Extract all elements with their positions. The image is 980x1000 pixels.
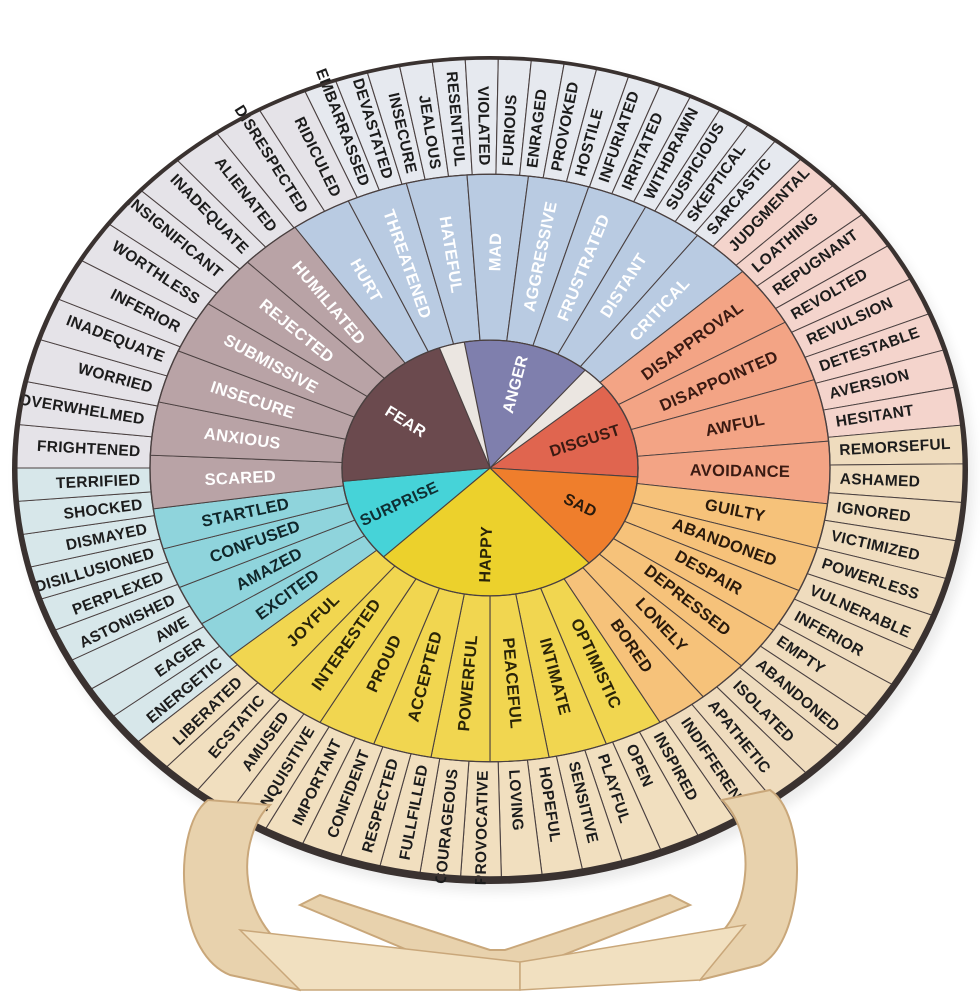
outer-label-remorseful: REMORSEFUL [839,436,951,459]
middle-outline [149,173,831,763]
outer-label-terrified: TERRIFIED [56,472,141,492]
stand-right-foot [519,923,747,991]
outer-label-loving: LOVING [505,769,526,831]
outer-label-frightened: FRIGHTENED [37,438,141,460]
outer-label-furious: FURIOUS [500,94,521,167]
middle-label-scared: SCARED [204,468,276,489]
outer-label-ashamed: ASHAMED [839,471,920,491]
middle-label-mad: MAD [486,233,505,272]
stand-front-legs [183,788,798,992]
core-outline [341,339,639,597]
middle-label-avoidance: AVOIDANCE [690,462,791,482]
core-happy-label: HAPPY [477,526,496,583]
outer-outline [14,57,966,879]
outer-label-provocative: PROVOCATIVE [473,770,492,885]
outer-label-violated: VIOLATED [474,86,492,166]
